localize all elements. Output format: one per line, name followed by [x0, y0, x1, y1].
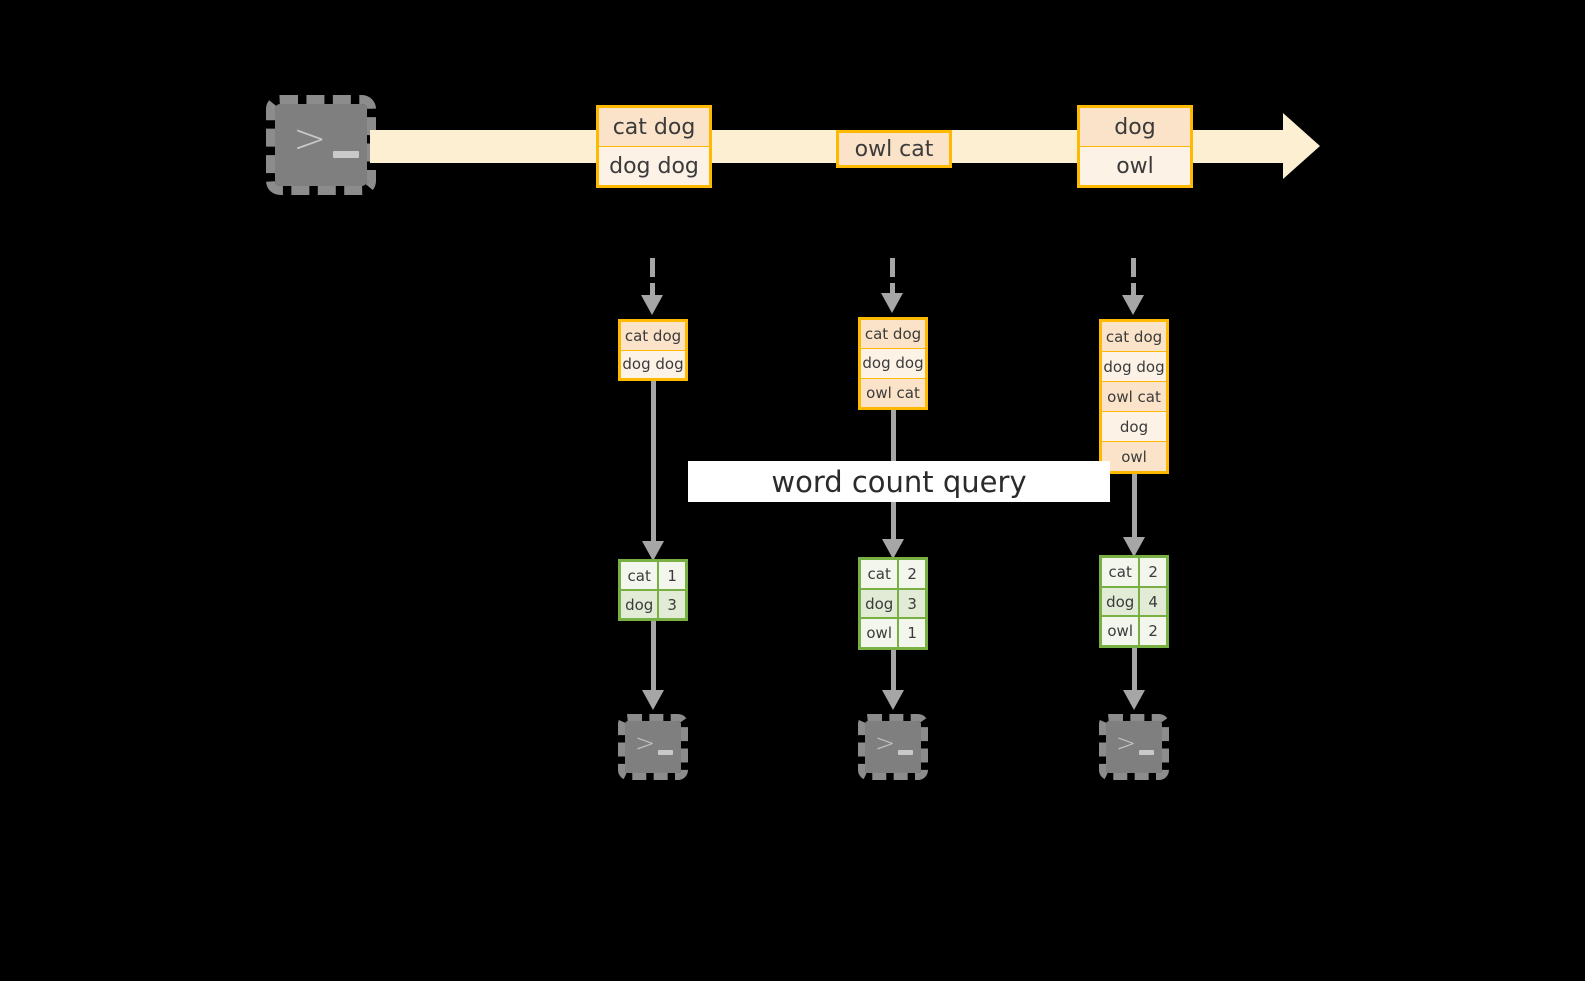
- dashed-arrow-head-icon: [641, 295, 663, 315]
- result-count-cell: 3: [659, 591, 685, 618]
- query-arrow-head-icon: [642, 541, 664, 561]
- source-terminal-icon: >: [266, 95, 376, 195]
- snapshot-1-sink-terminal-icon: >: [618, 714, 688, 780]
- accumulated-record: dog dog: [861, 349, 925, 379]
- result-word-cell: cat: [621, 562, 660, 589]
- result-word-cell: owl: [861, 619, 900, 648]
- snapshot-1-result-table: cat 1 dog 3: [618, 559, 688, 621]
- stream-record: cat dog: [599, 108, 709, 147]
- accumulated-record: owl cat: [861, 378, 925, 407]
- dashed-arrow-shaft: [650, 283, 655, 295]
- sink-arrow-head-icon: [642, 690, 664, 710]
- sink-arrow-shaft: [651, 621, 656, 694]
- result-count-cell: 4: [1140, 587, 1166, 616]
- snapshot-1-accumulated-box: cat dog dog dog: [618, 319, 688, 381]
- terminal-chevron-icon: >: [293, 116, 327, 162]
- query-arrow-head-icon: [882, 539, 904, 559]
- stream-record: dog dog: [599, 147, 709, 185]
- query-arrow-shaft: [651, 381, 656, 549]
- terminal-cursor-icon: [898, 750, 913, 755]
- sink-arrow-head-icon: [882, 690, 904, 710]
- terminal-chevron-icon: >: [875, 729, 896, 757]
- stream-group-3: dog owl: [1077, 105, 1193, 188]
- sink-arrow-shaft: [891, 650, 896, 694]
- result-word-cell: dog: [621, 591, 660, 618]
- accumulated-record: cat dog: [621, 322, 685, 351]
- terminal-chevron-icon: >: [1116, 729, 1137, 757]
- snapshot-3-result-table: cat 2 dog 4 owl 2: [1099, 555, 1169, 648]
- result-word-cell: owl: [1102, 617, 1141, 646]
- table-row: owl 1: [861, 619, 925, 648]
- terminal-cursor-icon: [333, 151, 359, 158]
- result-count-cell: 2: [1140, 558, 1166, 586]
- terminal-chevron-icon: >: [635, 729, 656, 757]
- dashed-arrow-shaft: [1131, 283, 1136, 295]
- dashed-arrow-dash: [650, 258, 655, 277]
- result-count-cell: 1: [899, 619, 925, 648]
- accumulated-record: cat dog: [861, 320, 925, 350]
- result-word-cell: cat: [861, 560, 900, 588]
- terminal-cursor-icon: [1139, 750, 1154, 755]
- table-row: dog 3: [861, 589, 925, 620]
- snapshot-2-accumulated-box: cat dog dog dog owl cat: [858, 317, 928, 410]
- result-word-cell: dog: [1102, 587, 1141, 616]
- result-count-cell: 3: [899, 589, 925, 618]
- accumulated-record: cat dog: [1102, 322, 1166, 352]
- snapshot-2-sink-terminal-icon: >: [858, 714, 928, 780]
- accumulated-record: owl: [1102, 442, 1166, 471]
- sink-arrow-head-icon: [1123, 690, 1145, 710]
- table-row: dog 4: [1102, 587, 1166, 618]
- dashed-arrow-head-icon: [1122, 295, 1144, 315]
- query-label-band: word count query: [688, 461, 1110, 502]
- stream-record: dog: [1080, 108, 1190, 147]
- accumulated-record: dog dog: [1102, 352, 1166, 382]
- query-label: word count query: [771, 464, 1027, 499]
- result-count-cell: 2: [1140, 617, 1166, 646]
- table-row: cat 1: [621, 562, 685, 591]
- table-row: cat 2: [861, 560, 925, 590]
- table-row: owl 2: [1102, 617, 1166, 646]
- stream-group-1: cat dog dog dog: [596, 105, 712, 188]
- query-arrow-head-icon: [1123, 537, 1145, 557]
- dashed-arrow-dash: [1131, 258, 1136, 277]
- table-row: cat 2: [1102, 558, 1166, 588]
- snapshot-3-sink-terminal-icon: >: [1099, 714, 1169, 780]
- dashed-arrow-dash: [890, 258, 895, 277]
- snapshot-2-result-table: cat 2 dog 3 owl 1: [858, 557, 928, 650]
- query-arrow-shaft: [1132, 474, 1137, 545]
- stream-record: owl: [1080, 147, 1190, 185]
- stream-group-2: owl cat: [836, 130, 952, 168]
- snapshot-3-accumulated-box: cat dog dog dog owl cat dog owl: [1099, 319, 1169, 474]
- result-count-cell: 1: [659, 562, 685, 589]
- table-row: dog 3: [621, 591, 685, 618]
- accumulated-record: dog: [1102, 412, 1166, 442]
- dashed-arrow-head-icon: [881, 293, 903, 313]
- result-count-cell: 2: [899, 560, 925, 588]
- result-word-cell: cat: [1102, 558, 1141, 586]
- accumulated-record: dog dog: [621, 350, 685, 378]
- terminal-cursor-icon: [658, 750, 673, 755]
- stream-arrow-head-icon: [1283, 113, 1320, 179]
- result-word-cell: dog: [861, 589, 900, 618]
- stream-record: owl cat: [839, 133, 949, 165]
- dashed-arrow-shaft: [890, 283, 895, 293]
- sink-arrow-shaft: [1132, 648, 1137, 694]
- accumulated-record: owl cat: [1102, 382, 1166, 412]
